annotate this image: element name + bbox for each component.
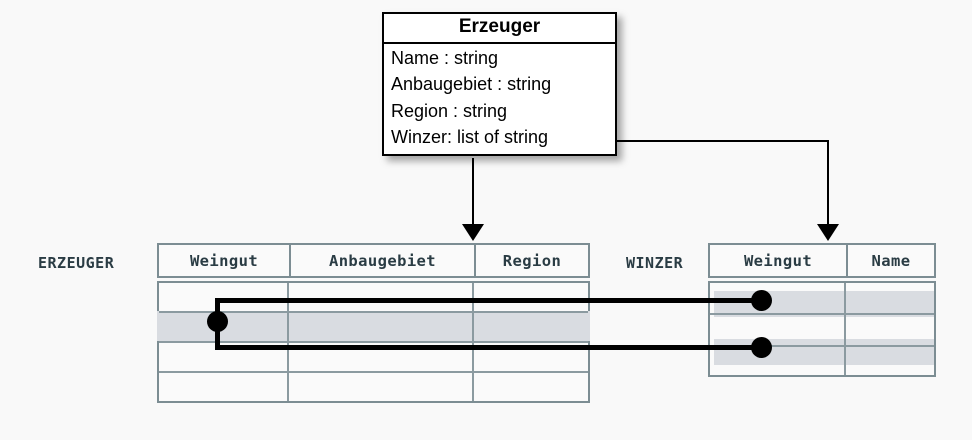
table-row (714, 339, 934, 365)
table-row (157, 311, 590, 341)
table-column-divider (472, 283, 474, 401)
table-column-divider (287, 283, 289, 401)
table-body-winzer (708, 281, 936, 377)
uml-attribute-winzer: Winzer: list of string (391, 127, 549, 148)
foreign-key-link-lower-vertical (215, 321, 220, 348)
table-row-divider (159, 311, 588, 313)
foreign-key-bullet-erzeuger-weingut (207, 311, 228, 332)
table-column-header-anbaugebiet: Anbaugebiet (289, 245, 474, 276)
uml-attribute-anbaugebiet: Anbaugebiet : string (391, 74, 552, 95)
foreign-key-link-upper-vertical (215, 298, 220, 323)
table-row-divider (159, 371, 588, 373)
uml-class-box-erzeuger: Erzeuger Name : string Anbaugebiet : str… (382, 12, 617, 156)
table-row-divider (159, 341, 588, 343)
uml-attribute-region: Region : string (391, 100, 508, 121)
table-label-erzeuger: ERZEUGER (38, 254, 115, 272)
foreign-key-link-lower-horizontal (215, 345, 761, 350)
table-column-divider (844, 283, 846, 375)
table-column-header-name: Name (846, 245, 934, 276)
winzer-mapping-arrow-segment-horizontal (598, 140, 829, 142)
table-row-divider (710, 345, 934, 347)
foreign-key-bullet-winzer-weingut-row1 (751, 290, 772, 311)
uml-attribute-name: Name : string (391, 47, 499, 68)
winzer-mapping-arrow-segment-vertical (827, 140, 829, 226)
uml-attribute-list: Name : string Anbaugebiet : string Regio… (384, 44, 615, 154)
winzer-mapping-arrow-head (817, 224, 839, 241)
erzeuger-mapping-arrow-line (472, 158, 474, 226)
erzeuger-mapping-arrow-head (462, 224, 484, 241)
table-column-header-weingut: Weingut (189, 251, 259, 270)
table-header-winzer: Weingut Name (708, 243, 936, 278)
foreign-key-bullet-winzer-weingut-row3 (751, 337, 772, 358)
table-row (714, 291, 934, 317)
table-column-header-region: Region (474, 245, 588, 276)
table-column-header-weingut: Weingut (743, 251, 813, 270)
table-row-divider (710, 313, 934, 315)
foreign-key-link-upper-horizontal (215, 298, 761, 303)
table-label-winzer: WINZER (626, 254, 684, 272)
table-header-erzeuger: Weingut Anbaugebiet Region (157, 243, 590, 278)
uml-class-name: Erzeuger (384, 14, 615, 44)
